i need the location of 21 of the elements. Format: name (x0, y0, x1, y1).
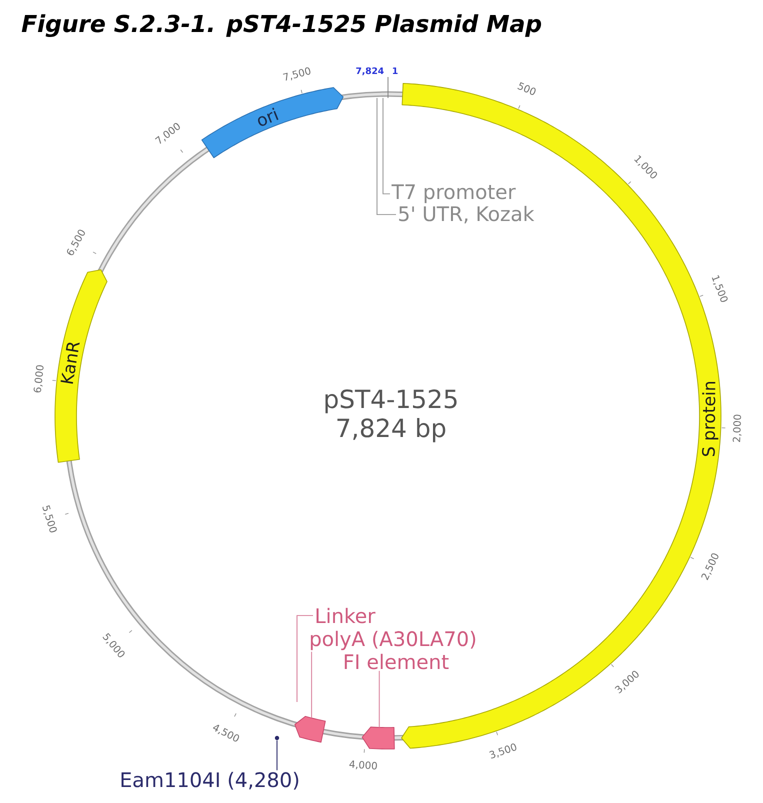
origin-label: 7,824 (356, 67, 384, 76)
leader-line (382, 98, 390, 194)
origin-label: 1 (392, 67, 398, 74)
tick-label: 500 (518, 82, 536, 95)
feature-label: Eam1104I (4,280) (122, 772, 298, 790)
tick-label: 5,500 (42, 505, 57, 532)
feature-label: Linker (316, 608, 376, 624)
feature-band (294, 716, 326, 743)
feature-band: KanR (54, 269, 108, 463)
leader-line (376, 98, 396, 216)
feature-band (362, 726, 395, 750)
tick-label: 2,000 (732, 414, 742, 442)
feature-label: 5' UTR, Kozak (399, 206, 534, 224)
leader-line (276, 740, 278, 771)
tick-label: 6,000 (34, 365, 44, 392)
figure-title: Figure S.2.3-1. pST4-1525 Plasmid Map (22, 14, 542, 38)
leader-line (296, 615, 314, 702)
leader-line (378, 670, 380, 728)
leader-line (311, 651, 312, 718)
tick-label: 4,000 (349, 760, 377, 770)
feature-band: ori (201, 87, 344, 158)
